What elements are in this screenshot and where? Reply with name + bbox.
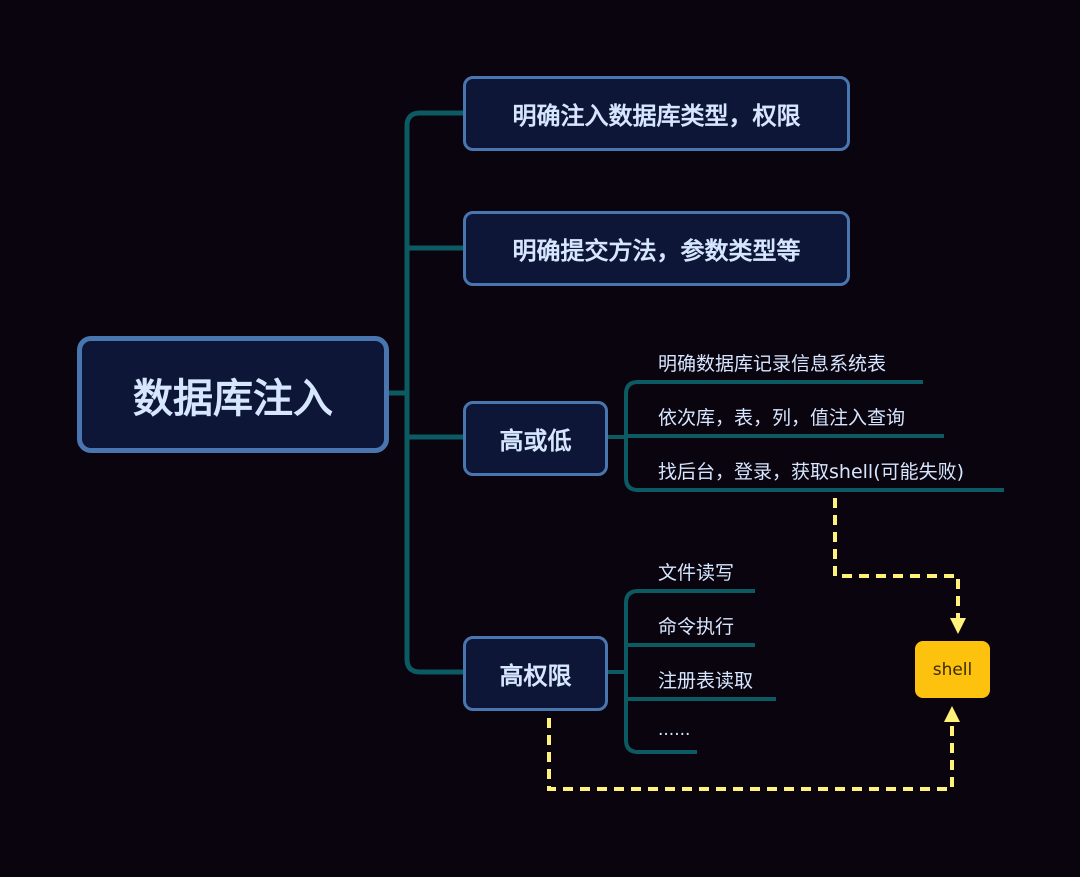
branch-label: 高或低 xyxy=(499,427,572,455)
leaf-system-tables: 明确数据库记录信息系统表 xyxy=(658,353,887,375)
root-node: 数据库注入 xyxy=(77,336,389,453)
leaf-sequential-query: 依次库，表，列，值注入查询 xyxy=(658,407,906,429)
shell-target-node: shell xyxy=(915,641,990,698)
branch-node-submit-method: 明确提交方法，参数类型等 xyxy=(463,211,850,286)
arrowhead-down-icon xyxy=(950,618,966,634)
arrowhead-up-icon xyxy=(944,706,960,722)
leaf-get-shell: 找后台，登录，获取shell(可能失败) xyxy=(658,461,965,483)
leaf-ellipsis: ...... xyxy=(658,720,691,740)
root-label: 数据库注入 xyxy=(133,375,333,422)
leaf-file-rw: 文件读写 xyxy=(658,562,735,584)
branch-node-db-type: 明确注入数据库类型，权限 xyxy=(463,76,850,151)
branch-label: 明确提交方法，参数类型等 xyxy=(512,237,801,265)
branch-spine xyxy=(404,110,463,675)
leaf-command-exec: 命令执行 xyxy=(658,616,735,638)
branch-label: 高权限 xyxy=(499,662,572,690)
dashed-arrow-from-privilege xyxy=(547,718,954,791)
branch-node-high-privilege: 高权限 xyxy=(463,636,608,711)
branch-node-high-or-low: 高或低 xyxy=(463,401,608,476)
dashed-arrow-from-getshell xyxy=(833,498,960,620)
shell-label: shell xyxy=(932,659,973,680)
leaf-registry-read: 注册表读取 xyxy=(658,670,754,692)
gaoquanxian-spine xyxy=(624,589,755,754)
branch-label: 明确注入数据库类型，权限 xyxy=(512,102,801,130)
